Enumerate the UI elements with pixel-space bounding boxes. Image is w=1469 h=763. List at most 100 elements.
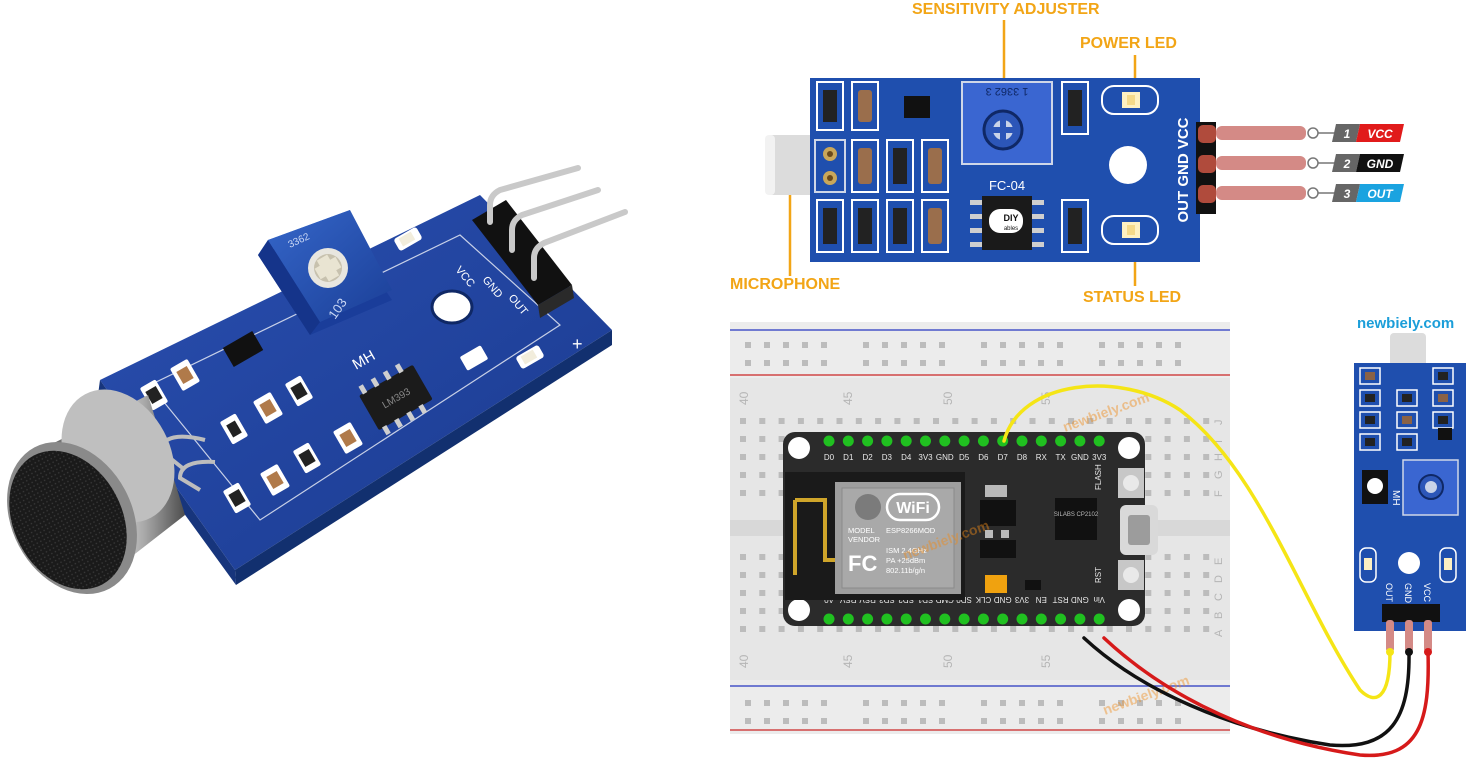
module-transistor [904, 96, 930, 118]
svg-text:40: 40 [737, 391, 751, 405]
callout-status-led: STATUS LED [1083, 289, 1182, 306]
svg-text:VCC: VCC [1367, 127, 1393, 141]
callout-power-led: POWER LED [1080, 35, 1177, 52]
wires [1002, 384, 1432, 758]
svg-text:VENDOR: VENDOR [848, 535, 881, 544]
microphone-capsule [7, 389, 185, 595]
esp-top-pin-label: D8 [1017, 453, 1028, 462]
svg-text:3: 3 [1344, 187, 1351, 201]
svg-text:ISM 2.4GHz: ISM 2.4GHz [886, 546, 927, 555]
wiring-diagram: 40 45 50 55 40 45 50 55 J I H G F E D C … [730, 322, 1466, 758]
svg-text:1: 1 [1344, 127, 1351, 141]
svg-text:MH: MH [1390, 490, 1401, 506]
photo-led-status [516, 345, 544, 369]
pin-tag-1: 1 VCC [1307, 124, 1404, 142]
svg-text:1 3362 3: 1 3362 3 [986, 85, 1029, 97]
sensor-pcb [100, 195, 612, 570]
svg-text:MODEL: MODEL [848, 526, 875, 535]
esp-top-pin-label: D3 [882, 453, 893, 462]
esp-top-pin-label: RX [1036, 453, 1048, 462]
esp-bottom-pin-label: 3V3 [1014, 595, 1029, 604]
svg-text:40: 40 [737, 654, 751, 668]
esp-bottom-pin-label: Vin [1093, 595, 1104, 604]
callout-microphone: MICROPHONE [730, 276, 841, 293]
wire-ground [1082, 636, 1411, 748]
module-smd-parts [816, 81, 1089, 253]
esp-top-pin-label: GND [936, 453, 954, 462]
svg-text:F: F [1213, 490, 1225, 497]
svg-text:PA +25dBm: PA +25dBm [886, 556, 925, 565]
esp-top-pin-label: 3V3 [1092, 453, 1107, 462]
esp-bottom-pin-label: RST [1052, 595, 1068, 604]
esp-top-pin-label: D2 [862, 453, 873, 462]
potentiometer: 3362 103 [258, 210, 392, 335]
svg-text:D: D [1213, 575, 1225, 583]
wifi-logo: WiFi [896, 500, 930, 517]
esp-top-pin-label: TX [1055, 453, 1066, 462]
svg-text:45: 45 [841, 391, 855, 405]
svg-text:A: A [1213, 629, 1225, 637]
svg-text:I: I [1213, 440, 1225, 443]
esp-top-pin-label: D6 [978, 453, 989, 462]
svg-text:55: 55 [1039, 654, 1053, 668]
svg-text:2: 2 [1343, 157, 1351, 171]
svg-text:J: J [1213, 420, 1225, 426]
esp-top-pin-label: GND [1071, 453, 1089, 462]
esp-bottom-pin-label: GND [994, 595, 1012, 604]
wire-signal [1002, 384, 1392, 700]
svg-text:GND: GND [1367, 157, 1394, 171]
module-ic-chip: DIY ables [970, 196, 1044, 250]
svg-text:45: 45 [841, 654, 855, 668]
photo-header-pins [472, 165, 628, 318]
transistor [222, 330, 264, 368]
esp-bottom-pin-label: EN [1036, 595, 1047, 604]
pin-tag-3: 3 OUT [1307, 184, 1404, 202]
module-status-led [1101, 215, 1159, 245]
module-pinout-diagram: 1 3362 3 FC-04 DIY ables OUT GND VCC [765, 20, 1404, 286]
svg-text:50: 50 [941, 654, 955, 668]
svg-text:DIY: DIY [1003, 213, 1018, 223]
esp-top-pin-label: 3V3 [918, 453, 933, 462]
pin-tag-2: 2 GND [1307, 154, 1404, 172]
module-power-led [1101, 85, 1159, 115]
sound-sensor-photo: LM393 MH 3362 103 VCC GND OUT + [7, 165, 628, 595]
esp-top-pin-label: D5 [959, 453, 970, 462]
module-microphone [765, 135, 820, 195]
module-board-name: FC-04 [989, 178, 1025, 193]
callout-sensitivity: SENSITIVITY ADJUSTER [912, 1, 1100, 18]
svg-text:G: G [1213, 470, 1225, 479]
module-header-pins [1196, 122, 1306, 214]
module-mounting-hole [1109, 146, 1147, 184]
wired-sound-sensor: MH OUT GND VCC [1354, 333, 1466, 652]
svg-text:ables: ables [1004, 226, 1018, 232]
svg-text:E: E [1213, 558, 1225, 565]
photo-led-power [394, 227, 422, 251]
module-potentiometer: 1 3362 3 [961, 81, 1053, 165]
svg-text:OUT: OUT [1367, 187, 1394, 201]
svg-text:SILABS CP2102: SILABS CP2102 [1054, 512, 1099, 518]
svg-text:VCC: VCC [1422, 583, 1432, 603]
svg-text:FC: FC [848, 551, 877, 576]
svg-text:FLASH: FLASH [1094, 464, 1103, 490]
svg-text:H: H [1213, 453, 1225, 461]
svg-text:GND: GND [1403, 583, 1413, 604]
svg-text:50: 50 [941, 391, 955, 405]
esp-top-pin-label: D1 [843, 453, 854, 462]
esp-tantalum-cap [985, 575, 1007, 593]
svg-text:802.11b/g/n: 802.11b/g/n [886, 566, 925, 575]
breadboard [730, 322, 1230, 734]
breadboard-col-numbers: 40 45 50 55 40 45 50 55 [737, 391, 1053, 668]
esp-bottom-pin-label: GND [1071, 595, 1089, 604]
esp-top-pin-label: D0 [824, 453, 835, 462]
svg-text:OUT: OUT [1384, 583, 1394, 603]
esp-bottom-pin-label: CLK [975, 595, 991, 604]
mounting-hole [430, 289, 474, 325]
svg-text:B: B [1213, 612, 1225, 619]
lm393-chip: LM393 [358, 363, 432, 436]
svg-text:ESP8266MOD: ESP8266MOD [886, 526, 936, 535]
svg-text:+: + [572, 334, 583, 354]
esp-top-pin-label: D4 [901, 453, 912, 462]
brand-label: newbiely.com [1357, 315, 1455, 332]
esp-top-pin-label: D7 [998, 453, 1009, 462]
